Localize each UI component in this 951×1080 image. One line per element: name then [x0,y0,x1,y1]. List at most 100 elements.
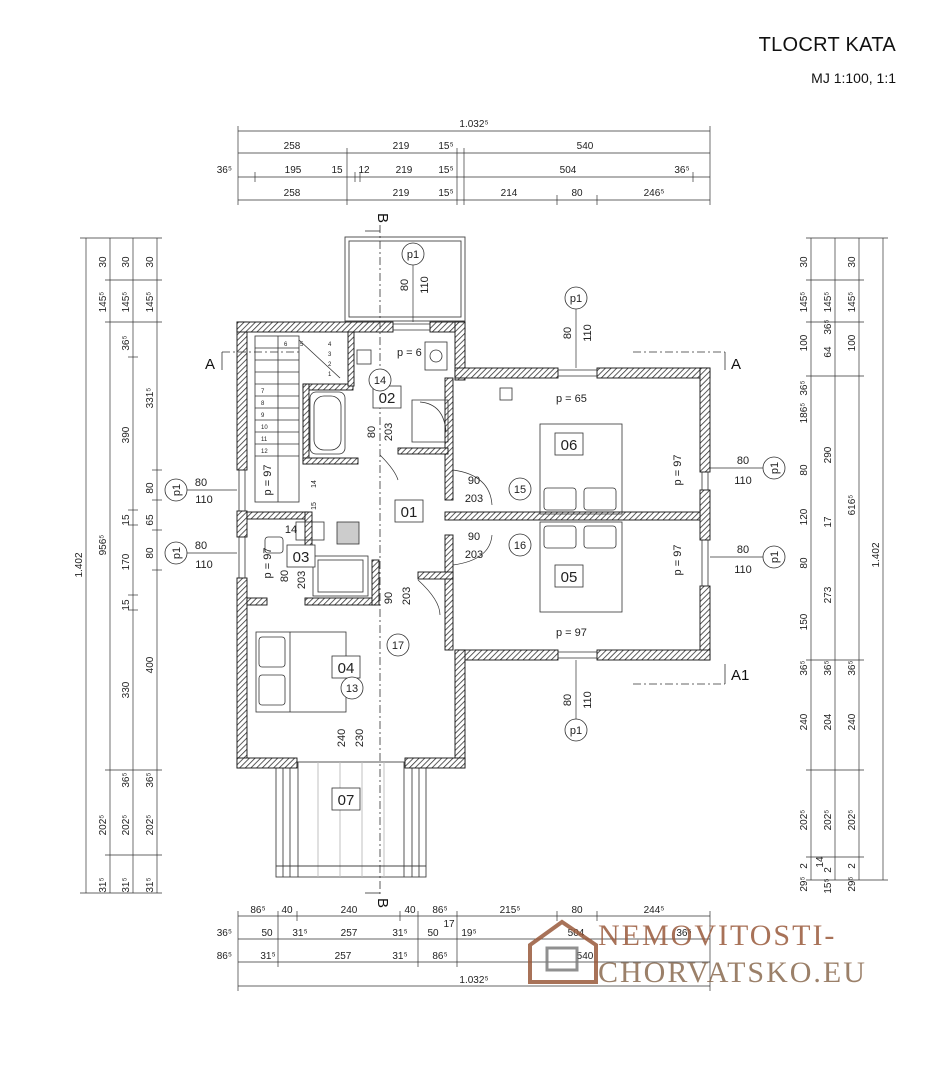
wc [356,349,372,365]
marker-16: 16 [514,540,526,552]
dim-bot-r3-0: 86⁵ [217,951,232,962]
stair-n-3: 3 [328,352,332,358]
bed-06 [539,423,623,515]
note-door-03-w: 80 [279,570,291,582]
dim-bot-r3-1: 31⁵ [260,951,275,962]
dim-right-c2-9: 15⁵ [823,878,834,893]
win-e2-h: 110 [734,564,752,576]
dim-right-c2-0: 145⁵ [823,292,834,313]
win-s-h: 110 [582,691,594,709]
dim-right-c2-11: 14 [815,856,826,868]
stair-n-12: 12 [261,449,268,455]
dim-top-r3-3: 12 [358,165,370,176]
note-door-02-w: 80 [366,426,378,438]
dim-right-c2-4: 17 [823,516,834,528]
wall-wc-w [302,383,310,465]
dim-bot-r1-5: 215⁵ [500,905,521,916]
dim-bot-r3-4: 86⁵ [432,951,447,962]
bathtub-03 [312,555,369,597]
dim-right-c1-11: 202⁵ [799,810,810,831]
dim-top-r3-6: 504 [560,165,577,176]
marker-14: 14 [374,375,386,387]
dim-top-r4-5: 246⁵ [644,188,665,199]
dim-right-c1-3: 36⁵ [799,380,810,395]
room-01-box [394,499,424,523]
marker-17: 17 [392,640,404,652]
section-b-top: B [374,213,391,223]
dim-right-c3-2: 100 [847,334,858,351]
dim-top-r3-1: 195 [285,165,302,176]
column [336,521,360,545]
dim-right-c1-0: 30 [799,256,810,268]
dim-bot-r1-4: 86⁵ [432,905,447,916]
room-06-label: 06 [561,437,578,454]
top-dimension-labels: 1.032⁵ 258 219 15⁵ 540 36⁵ 195 15 12 219… [217,119,690,199]
dim-left-c3-8: 202⁵ [145,815,156,836]
stair-n-2: 2 [328,362,332,368]
stair [254,335,300,503]
note-p6: p = 6 [397,347,422,359]
dim-left-c3-7: 36⁵ [145,772,156,787]
dim-top-r2-2: 15⁵ [438,141,453,152]
openings [238,323,709,659]
dim-bot-r1-8: 17 [443,919,455,930]
dim-left-c3-1: 145⁵ [145,292,156,313]
dim-left-c3-3: 80 [145,482,156,494]
wall-bath-n [246,511,308,520]
window-tag-s-label: p1 [570,725,582,737]
dim-bot-r2-5: 50 [427,928,439,939]
win-top-w: 80 [399,279,411,291]
dim-left-c3-4: 65 [145,514,156,526]
dim-right-c2-6: 36⁵ [823,660,834,675]
room-07-box [331,787,361,811]
dim-right-c3-5: 240 [847,713,858,730]
dim-right-c1-9: 36⁵ [799,660,810,675]
wall-n5 [596,367,711,379]
stair-numbers: 6 5 4 3 2 1 7 8 9 10 11 12 [261,342,332,455]
dim-left-c1-0: 30 [98,256,109,268]
left-dimensions [80,237,162,894]
dim-top-r2-0: 258 [284,141,301,152]
dim-bot-r3-3: 31⁵ [392,951,407,962]
shower [411,399,449,443]
dim-left-c2-8: 36⁵ [121,772,132,787]
dim-right-c2-7: 204 [823,713,834,730]
dim-right-c1-2: 100 [799,334,810,351]
note-p97-e2: p = 97 [672,545,684,576]
stair-n-6: 6 [284,342,288,348]
wall-wc-n [302,383,354,391]
stair-n-4: 4 [328,342,332,348]
room-07-label: 07 [338,792,355,809]
room-03-box [286,544,316,568]
dim-right-c1-6: 120 [799,508,810,525]
dim-right-c1-5: 80 [799,464,810,476]
section-a-right: A [731,356,741,373]
stair-n-11: 11 [261,437,268,443]
level-marker-labels: 14 15 16 17 13 14 15 14 [285,375,526,695]
dim-right-c1-1: 145⁵ [799,292,810,313]
sink-03 [295,521,325,541]
win-w2-h: 110 [195,559,213,571]
room-04-box [331,655,361,679]
marker-13: 13 [346,683,358,695]
dim-left-c2-3: 390 [121,426,132,443]
wall-corr-s2 [417,571,454,580]
note-terrace-door-h: 230 [354,729,366,747]
room-05-label: 05 [561,569,578,586]
dim-right-c3-4: 36⁵ [847,660,858,675]
dim-left-c1-2: 956⁵ [98,535,109,556]
top-balcony [344,236,466,322]
dim-right-c1-8: 150 [799,613,810,630]
note-door-05-w: 90 [468,531,480,543]
dim-right-c3-3: 616⁵ [847,495,858,516]
dim-left-c2-7: 330 [121,681,132,698]
dim-left-c1-1: 145⁵ [98,292,109,313]
dim-bot-r2-3: 257 [341,928,358,939]
wall-s5 [236,757,298,769]
fixtures [254,335,623,713]
wc-03 [264,536,284,554]
drawing-scale: MJ 1:100, 1:1 [811,70,896,86]
sink [424,341,448,371]
dim-left-c2-4: 15 [121,514,132,526]
wall-corr-n [444,377,454,501]
